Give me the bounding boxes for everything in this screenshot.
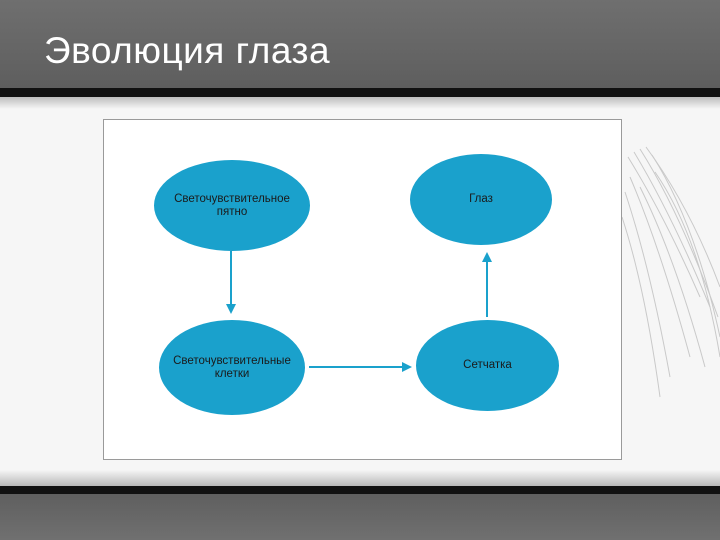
slide-header: Эволюция глаза bbox=[0, 0, 720, 88]
diagram-arrows bbox=[226, 251, 492, 372]
node-light-sensitive-spot: Светочувствительное пятно bbox=[154, 160, 310, 251]
diagram-panel: Светочувствительное пятно Глаз Светочувс… bbox=[103, 119, 622, 460]
background-eyelash-art bbox=[621, 146, 720, 398]
node-label: Сетчатка bbox=[463, 359, 512, 371]
header-shadow bbox=[0, 97, 720, 109]
node-light-sensitive-cells: Светочувствительные клетки bbox=[159, 320, 305, 415]
node-label: Светочувствительные клетки bbox=[173, 354, 291, 380]
footer-shadow bbox=[0, 470, 720, 486]
slide-footer bbox=[0, 494, 720, 540]
node-eye: Глаз bbox=[410, 154, 552, 245]
footer-divider bbox=[0, 486, 720, 494]
header-divider bbox=[0, 88, 720, 97]
node-label: Глаз bbox=[469, 193, 493, 205]
slide-title: Эволюция глаза bbox=[44, 30, 331, 71]
node-label: Светочувствительное пятно bbox=[174, 192, 290, 218]
node-retina: Сетчатка bbox=[416, 320, 559, 411]
